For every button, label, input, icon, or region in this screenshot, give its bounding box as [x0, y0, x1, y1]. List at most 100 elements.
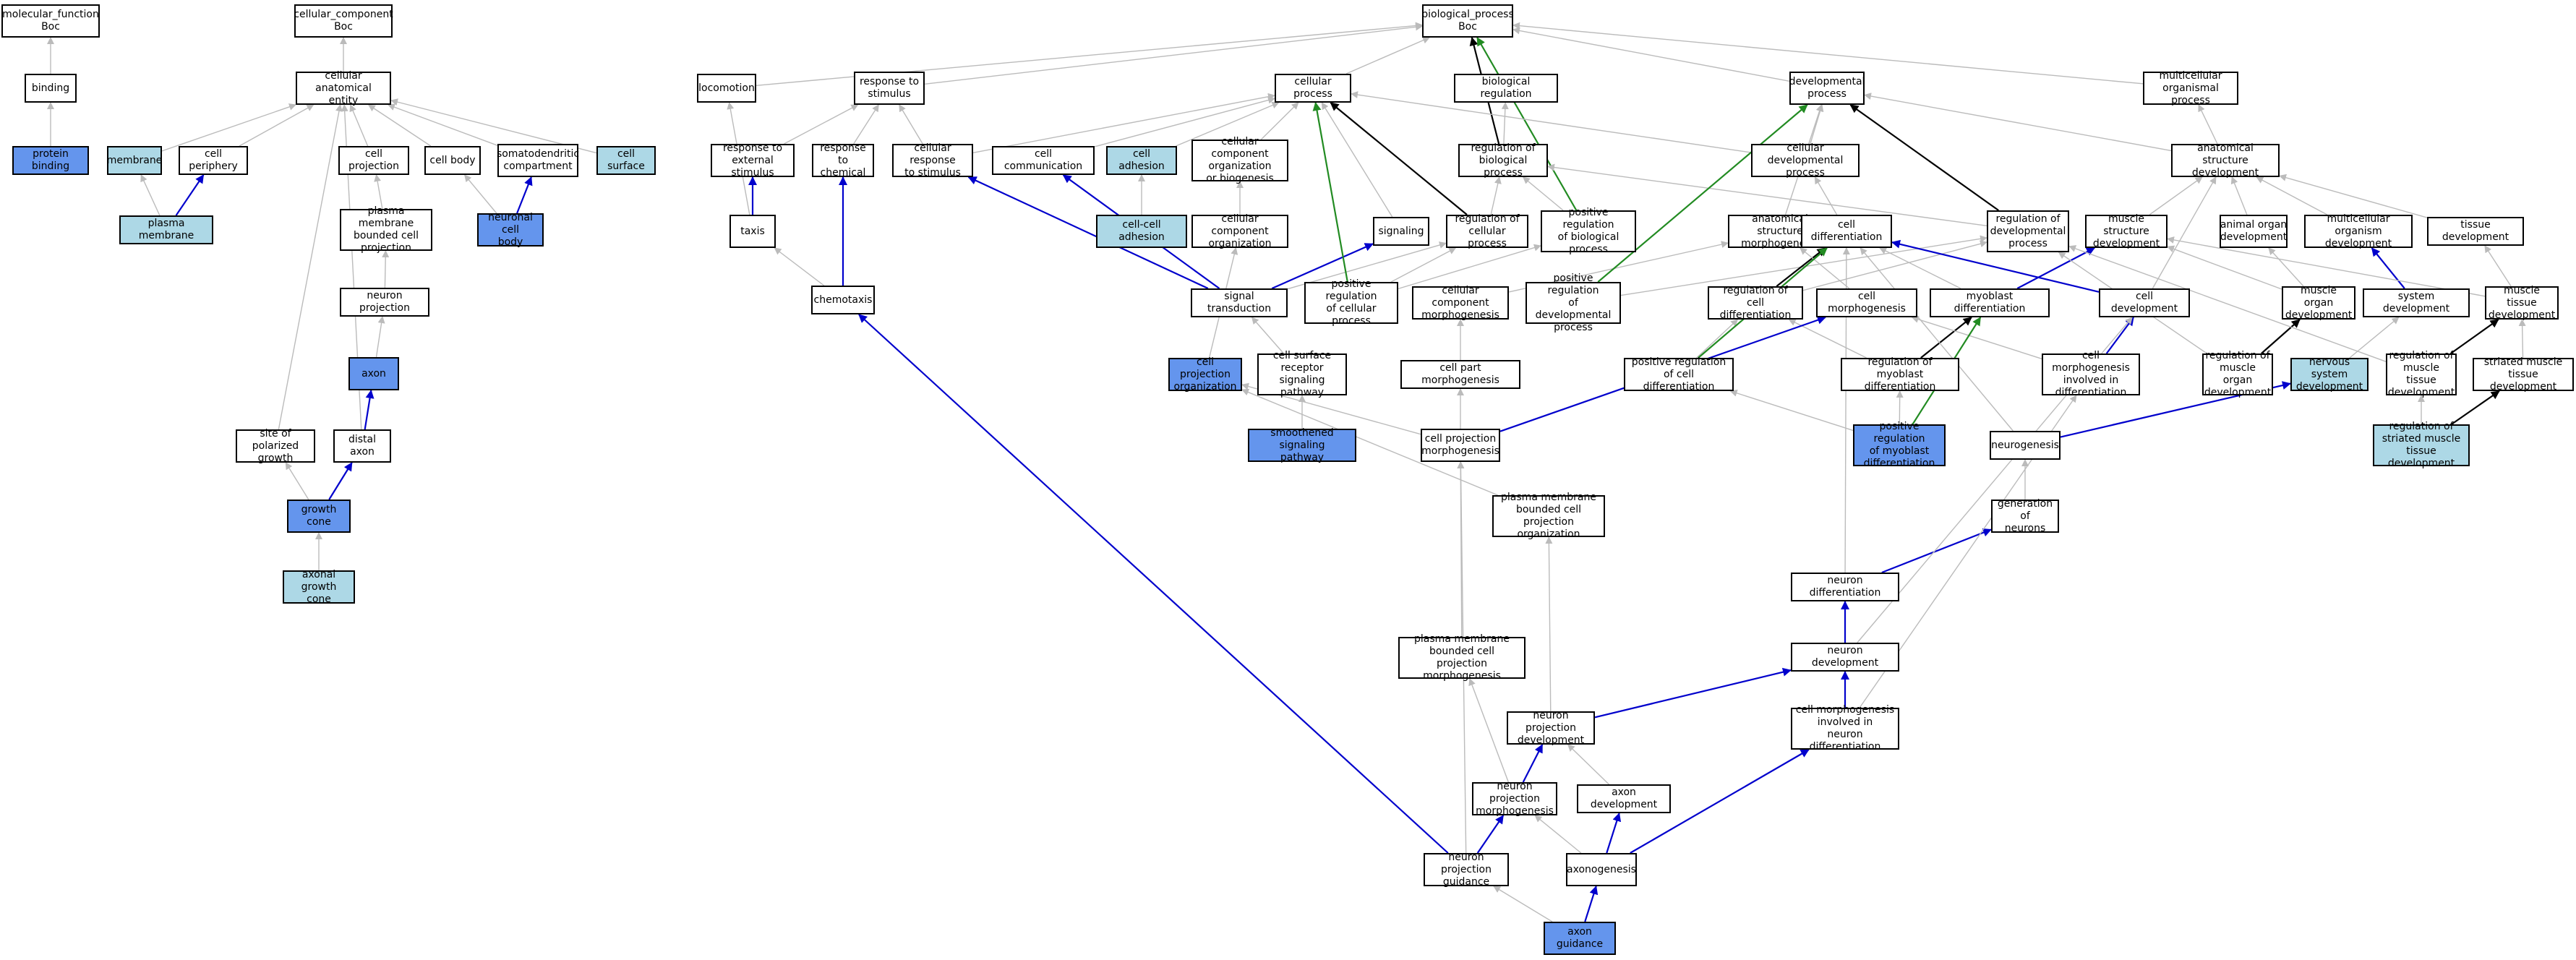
term-node-bioreg[interactable]: biological regulation — [1454, 74, 1558, 103]
term-node-npg[interactable]: neuron projection guidance — [1424, 852, 1509, 888]
term-node-cpm[interactable]: cell part morphogenesis — [1400, 360, 1520, 389]
term-node-posregmyo[interactable]: positive regulation of myoblast differen… — [1853, 421, 1946, 469]
term-node-celldev[interactable]: cell development — [2099, 288, 2190, 317]
term-node-axdev[interactable]: axon development — [1577, 784, 1671, 813]
term-node-growthcone[interactable]: growth cone — [287, 500, 351, 533]
term-node-regdev[interactable]: regulation of developmental process — [1987, 210, 2069, 252]
term-node-pmbcpm[interactable]: plasma membrane bounded cell projection … — [1398, 633, 1526, 682]
term-node-neuproj[interactable]: neuron projection — [340, 288, 429, 317]
term-node-cellperiph[interactable]: cell periphery — [179, 146, 248, 175]
term-node-bp[interactable]: biological_process Boc — [1421, 4, 1514, 38]
term-node-myodiff[interactable]: myoblast differentiation — [1930, 288, 2050, 317]
term-node-cellbody[interactable]: cell body — [424, 146, 481, 175]
term-node-sysdev[interactable]: system development — [2363, 288, 2470, 317]
term-node-cmid[interactable]: cell morphogenesis involved in different… — [2042, 350, 2140, 398]
term-node-celladh[interactable]: cell adhesion — [1106, 146, 1177, 175]
term-node-asd[interactable]: anatomical structure development — [2171, 142, 2280, 179]
term-node-nsd[interactable]: nervous system development — [2290, 356, 2369, 393]
edge-part_of-npm-to-npd — [1522, 744, 1544, 783]
term-node-neudev[interactable]: neuron development — [1791, 643, 1899, 672]
term-node-cpo[interactable]: cell projection organization — [1168, 356, 1242, 393]
term-node-neurogenesis[interactable]: neurogenesis — [1990, 431, 2061, 460]
edge-is_a-regcelldiff-to-regdev — [1802, 240, 1987, 291]
term-node-pmbcp[interactable]: plasma membrane bounded cell projection — [340, 205, 432, 254]
term-node-cpmorph[interactable]: cell projection morphogenesis — [1421, 429, 1500, 462]
term-node-plasmem[interactable]: plasma membrane — [119, 215, 213, 244]
term-node-mcod[interactable]: multicellular organism development — [2304, 213, 2413, 249]
term-node-celldevproc[interactable]: cellular developmental process — [1751, 142, 1860, 179]
term-node-axguid[interactable]: axon guidance — [1544, 922, 1616, 955]
term-node-posregcd[interactable]: positive regulation of cell differentiat… — [1624, 356, 1734, 393]
term-node-celldiff[interactable]: cell differentiation — [1801, 215, 1892, 248]
term-node-regcp[interactable]: regulation of cellular process — [1446, 213, 1528, 249]
edge-is_a-posregcp-to-posregbp — [1398, 244, 1541, 290]
term-node-regmyo[interactable]: regulation of myoblast differentiation — [1841, 356, 1959, 393]
term-node-axon[interactable]: axon — [348, 357, 399, 390]
term-node-sitepol[interactable]: site of polarized growth — [236, 428, 315, 464]
term-node-locomotion[interactable]: locomotion — [697, 74, 756, 103]
term-node-cae[interactable]: cellular anatomical entity — [296, 70, 391, 106]
term-node-respext[interactable]: response to external stimulus — [711, 142, 795, 179]
term-node-regcelldiff[interactable]: regulation of cell differentiation — [1708, 285, 1803, 321]
term-node-membrane[interactable]: membrane — [107, 146, 162, 175]
term-node-cmind[interactable]: cell morphogenesis involved in neuron di… — [1791, 704, 1899, 753]
term-node-npd[interactable]: neuron projection development — [1507, 710, 1595, 746]
term-node-distaxon[interactable]: distal axon — [333, 429, 391, 463]
term-node-cellproj[interactable]: cell projection — [338, 146, 409, 175]
term-node-posregdev[interactable]: positive regulation of developmental pro… — [1526, 273, 1621, 333]
term-node-neubody[interactable]: neuronal cell body — [477, 212, 544, 248]
term-node-taxis[interactable]: taxis — [729, 215, 776, 248]
term-node-pmbcpo[interactable]: plasma membrane bounded cell projection … — [1492, 492, 1605, 540]
term-node-posregbp[interactable]: positive regulation of biological proces… — [1541, 207, 1636, 255]
edge-is_a-sigtrans-to-regcp — [1287, 241, 1447, 290]
term-node-smtd[interactable]: striated muscle tissue development — [2473, 356, 2574, 393]
term-node-respchem[interactable]: response to chemical — [812, 142, 874, 179]
term-node-devproc[interactable]: developmental process — [1789, 72, 1865, 105]
term-node-posregcp[interactable]: positive regulation of cellular process — [1304, 278, 1398, 327]
term-node-msd[interactable]: muscle structure development — [2085, 213, 2168, 249]
term-node-cellsurf[interactable]: cell surface — [596, 146, 656, 175]
edge-part_of-sigtrans-to-cellresp — [967, 176, 1209, 289]
term-node-genneu[interactable]: generation of neurons — [1991, 498, 2059, 534]
term-node-somato[interactable]: somatodendritic compartment — [497, 144, 579, 177]
term-node-csrsp[interactable]: cell surface receptor signaling pathway — [1257, 350, 1347, 398]
term-node-cc[interactable]: cellular_component Boc — [294, 4, 393, 38]
term-node-asm[interactable]: anatomical structure morphogenesis — [1728, 213, 1832, 249]
term-node-axonogenesis[interactable]: axonogenesis — [1566, 853, 1637, 886]
term-node-npm[interactable]: neuron projection morphogenesis — [1472, 781, 1557, 817]
term-node-cellresp[interactable]: cellular response to stimulus — [892, 142, 973, 179]
term-node-ssp[interactable]: smoothened signaling pathway — [1248, 427, 1356, 463]
term-node-cco[interactable]: cellular component organization — [1191, 213, 1288, 249]
edge-is_a-celldevproc-to-devproc — [1810, 104, 1824, 145]
term-node-protbind[interactable]: protein binding — [12, 146, 89, 175]
term-node-regmod[interactable]: regulation of muscle organ development — [2202, 350, 2273, 398]
term-node-mtd[interactable]: muscle tissue development — [2485, 285, 2559, 321]
term-node-signaling[interactable]: signaling — [1373, 217, 1429, 246]
term-node-mf[interactable]: molecular_function Boc — [1, 4, 100, 38]
term-node-tissdev[interactable]: tissue development — [2427, 217, 2524, 246]
term-node-respstim[interactable]: response to stimulus — [854, 72, 925, 105]
term-node-cellmorph[interactable]: cell morphogenesis — [1816, 288, 1917, 317]
term-node-mop[interactable]: multicellular organismal process — [2143, 70, 2238, 106]
term-node-sigtrans[interactable]: signal transduction — [1191, 288, 1288, 317]
term-node-axgc[interactable]: axonal growth cone — [283, 569, 355, 605]
term-node-ccmorph[interactable]: cellular component morphogenesis — [1412, 285, 1509, 321]
term-node-mod[interactable]: muscle organ development — [2282, 285, 2355, 321]
term-node-regsmtd[interactable]: regulation of striated muscle tissue dev… — [2373, 421, 2470, 469]
term-node-binding[interactable]: binding — [25, 74, 77, 103]
edge-regulates-regmtd-to-mtd — [2450, 319, 2499, 354]
term-node-aod[interactable]: animal organ development — [2220, 215, 2288, 248]
edge-is_a-regmtd-to-regdev — [2068, 245, 2387, 362]
term-node-ccadh[interactable]: cell-cell adhesion — [1096, 215, 1187, 248]
term-node-neudiff[interactable]: neuron differentiation — [1791, 573, 1899, 601]
term-node-cellproc[interactable]: cellular process — [1275, 74, 1351, 103]
term-node-cellcomm[interactable]: cell communication — [992, 146, 1095, 175]
edge-is_a-posregbp-to-regbp — [1522, 176, 1564, 211]
term-node-chemotaxis[interactable]: chemotaxis — [811, 286, 875, 314]
term-node-ccob[interactable]: cellular component organization or bioge… — [1191, 136, 1288, 184]
term-node-regbp[interactable]: regulation of biological process — [1458, 142, 1548, 179]
edge-is_a-respstim-to-bp — [924, 23, 1423, 85]
term-node-regmtd[interactable]: regulation of muscle tissue development — [2386, 350, 2457, 398]
edge-is_a-asd-to-devproc — [1864, 93, 2172, 152]
